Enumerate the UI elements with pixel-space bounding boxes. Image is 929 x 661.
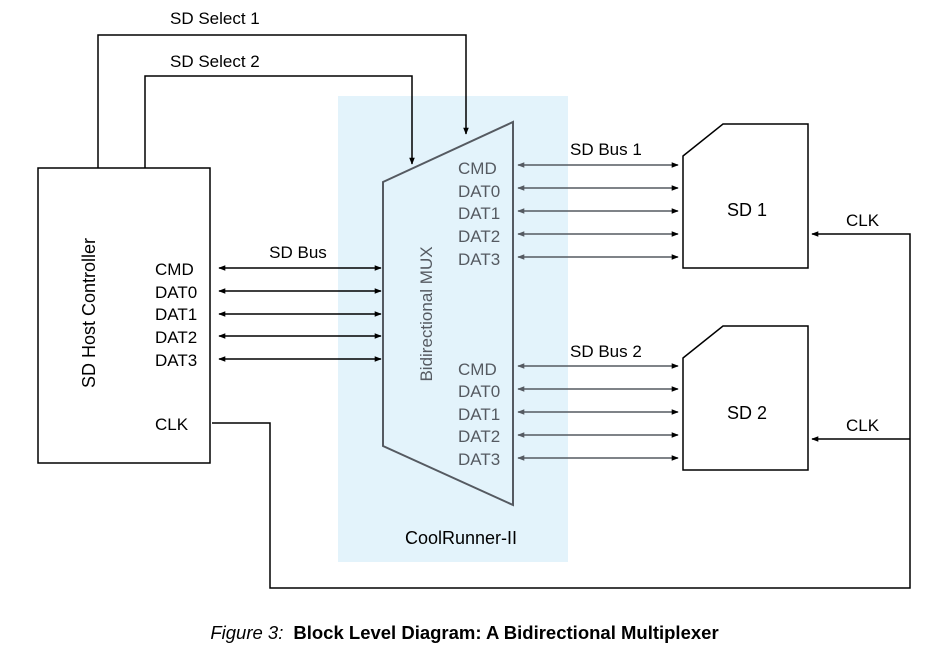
sd-card-1-label: SD 1 <box>727 200 767 220</box>
sd-bus-2-arrows <box>517 363 679 461</box>
mux-title: Bidirectional MUX <box>417 246 436 381</box>
host-pin-clk: CLK <box>155 415 189 434</box>
bidirectional-mux <box>382 120 514 507</box>
figure-caption: Figure 3: Block Level Diagram: A Bidirect… <box>0 622 929 644</box>
sd-bus-label: SD Bus <box>269 243 327 262</box>
mux-bottom-pin-cmd: CMD <box>458 360 497 379</box>
sd-card-2 <box>682 325 809 471</box>
figure-title: Block Level Diagram: A Bidirectional Mul… <box>293 622 719 643</box>
host-pin-dat0: DAT0 <box>155 283 197 302</box>
sd-card-1 <box>682 123 809 269</box>
host-pin-cmd: CMD <box>155 260 194 279</box>
mux-top-pin-cmd: CMD <box>458 159 497 178</box>
sd-bus-2-label: SD Bus 2 <box>570 342 642 361</box>
mux-top-pin-dat1: DAT1 <box>458 204 500 223</box>
host-pin-labels: CMD DAT0 DAT1 DAT2 DAT3 CLK <box>155 260 197 434</box>
sd-select-1-line <box>97 34 469 168</box>
figure-number: Figure 3: <box>210 622 284 643</box>
mux-bottom-pin-dat0: DAT0 <box>458 382 500 401</box>
sd-select-1-label: SD Select 1 <box>170 9 260 28</box>
mux-bottom-pin-dat2: DAT2 <box>458 427 500 446</box>
sd-bus-arrows <box>218 265 382 362</box>
mux-top-pin-dat2: DAT2 <box>458 227 500 246</box>
host-pin-dat1: DAT1 <box>155 305 197 324</box>
mux-top-pins: CMD DAT0 DAT1 DAT2 DAT3 <box>458 159 500 269</box>
sd-host-controller <box>37 167 211 464</box>
sd-select-2-label: SD Select 2 <box>170 52 260 71</box>
clk-label-sd2: CLK <box>846 416 880 435</box>
mux-bottom-pin-dat1: DAT1 <box>458 405 500 424</box>
sd-card-2-label: SD 2 <box>727 403 767 423</box>
mux-top-pin-dat3: DAT3 <box>458 250 500 269</box>
clk-line <box>212 231 911 589</box>
chip-name: CoolRunner-II <box>405 528 517 548</box>
sd-bus-1-label: SD Bus 1 <box>570 140 642 159</box>
mux-bottom-pins: CMD DAT0 DAT1 DAT2 DAT3 <box>458 360 500 469</box>
sd-bus-1-arrows <box>517 162 679 260</box>
clk-label-sd1: CLK <box>846 211 880 230</box>
host-pin-dat3: DAT3 <box>155 351 197 370</box>
host-pin-dat2: DAT2 <box>155 328 197 347</box>
mux-top-pin-dat0: DAT0 <box>458 182 500 201</box>
mux-bottom-pin-dat3: DAT3 <box>458 450 500 469</box>
host-title: SD Host Controller <box>79 238 99 388</box>
sd-select-2-line <box>144 75 415 168</box>
